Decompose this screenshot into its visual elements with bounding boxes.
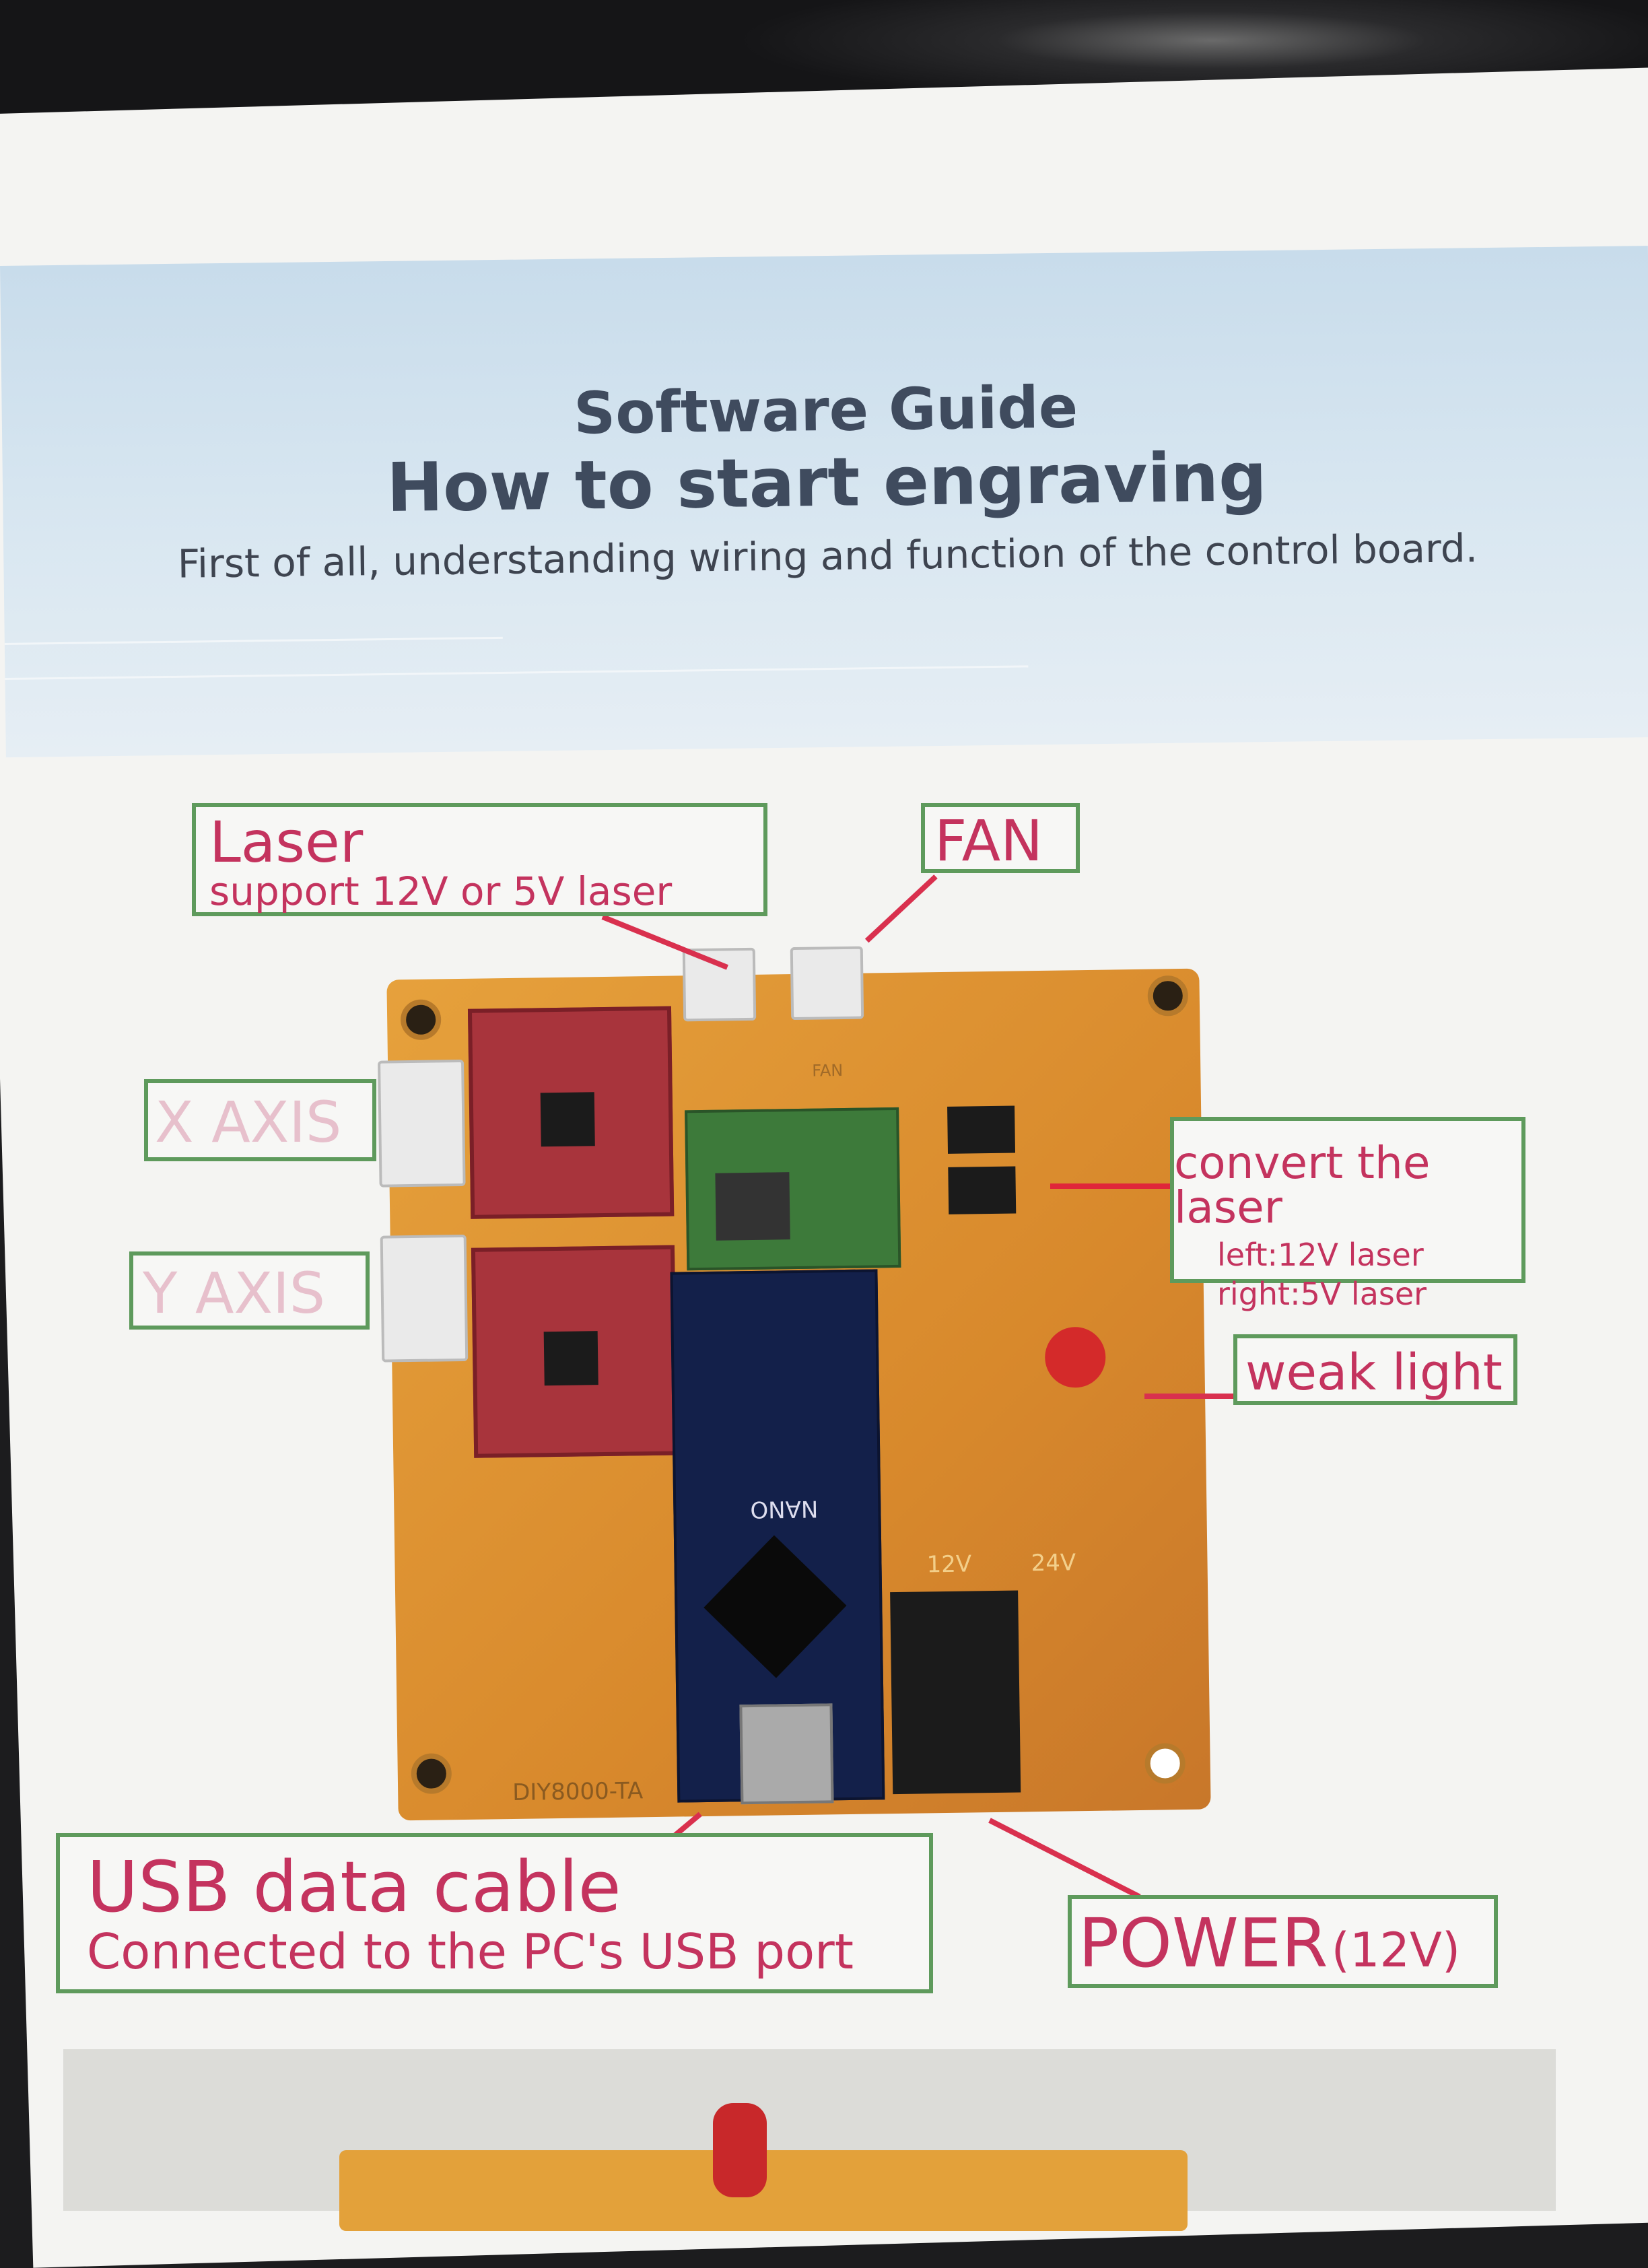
x-stepper-driver (467, 1006, 675, 1219)
silk-24v: 24V (1031, 1549, 1076, 1577)
mount-hole (400, 999, 442, 1041)
usb-title: USB data cable (87, 1846, 621, 1928)
control-board-photo: NANO 12V 24V DIY8000-TA FAN (378, 946, 1211, 1821)
usb-detail: Connected to the PC's USB port (87, 1923, 854, 1980)
jumper (948, 1166, 1017, 1214)
mount-hole (1144, 1743, 1186, 1784)
laser-detail: support 12V or 5V laser (209, 868, 673, 914)
weak-light-arrow (1144, 1394, 1235, 1399)
x-axis-connector (378, 1059, 466, 1188)
buck-converter-module (685, 1107, 901, 1271)
power-jack (890, 1590, 1021, 1795)
y-axis-connector (380, 1234, 469, 1363)
power-title: POWER (1078, 1904, 1328, 1983)
x-axis-callout: X AXIS (144, 1079, 376, 1161)
convert-left: left:12V laser (1217, 1237, 1424, 1273)
weak-light-callout: weak light (1233, 1334, 1517, 1405)
convert-laser-callout: convert the laser left:12V laser right:5… (1170, 1117, 1525, 1309)
button-weak-light (1044, 1326, 1106, 1388)
silk-12v: 12V (926, 1550, 972, 1579)
power-callout: POWER (12V) (1068, 1895, 1498, 1988)
arduino-nano: NANO (670, 1269, 885, 1805)
power-detail: (12V) (1331, 1923, 1461, 1978)
laser-connector (682, 947, 757, 1022)
silk-fan: FAN (812, 1061, 844, 1080)
jumper (947, 1105, 1016, 1154)
divider (4, 636, 503, 645)
convert-right: right:5V laser (1217, 1276, 1427, 1312)
usb-callout: USB data cable Connected to the PC's USB… (56, 1833, 933, 1993)
y-stepper-driver (471, 1245, 678, 1458)
convert-title: convert the laser (1174, 1137, 1431, 1233)
fan-callout: FAN (921, 803, 1080, 873)
divider (5, 665, 1029, 680)
nano-label: NANO (750, 1494, 819, 1523)
silk-model: DIY8000-TA (512, 1777, 644, 1806)
laser-callout: Laser support 12V or 5V laser (192, 803, 767, 916)
header-band: Software Guide How to start engraving Fi… (0, 246, 1648, 757)
mount-hole (1147, 975, 1189, 1017)
fan-connector (790, 946, 864, 1021)
laser-title: Laser (209, 809, 364, 875)
next-step-image (63, 2049, 1556, 2231)
mount-hole (411, 1753, 452, 1795)
convert-arrow (1050, 1183, 1171, 1189)
mini-usb-port (739, 1703, 834, 1805)
subtitle: First of all, understanding wiring and f… (177, 525, 1478, 587)
y-axis-callout: Y AXIS (129, 1251, 370, 1330)
